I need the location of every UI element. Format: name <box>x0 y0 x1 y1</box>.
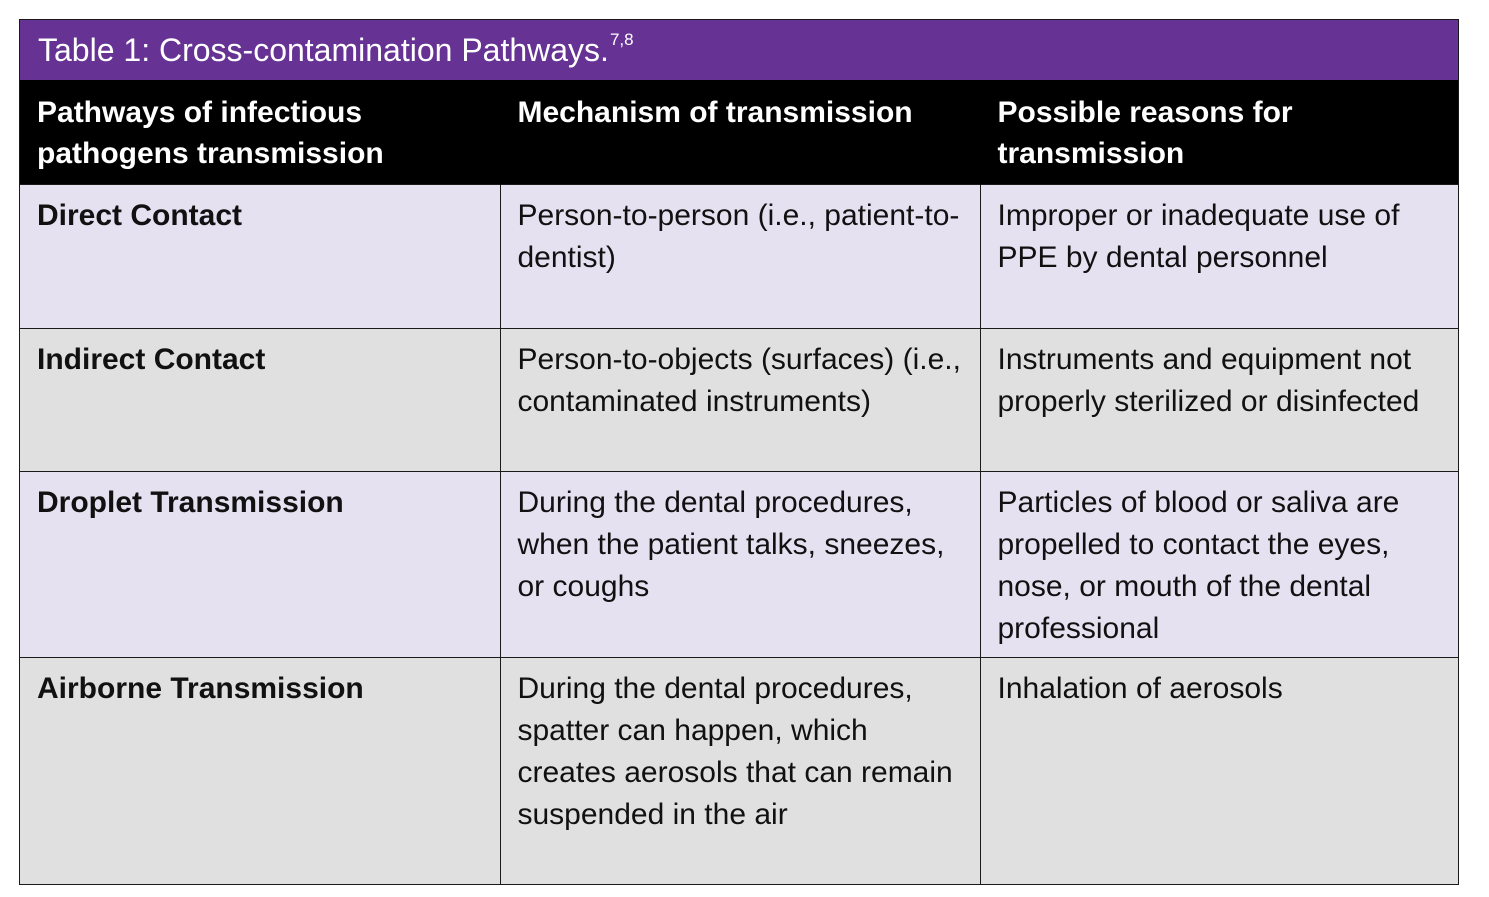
table-title-reference: 7,8 <box>609 30 634 49</box>
cell-reason: Particles of blood or saliva are propell… <box>979 471 1458 658</box>
cell-pathway: Indirect Contact <box>20 328 500 472</box>
table-row-indirect-contact: Indirect Contact Person-to-objects (surf… <box>20 328 1458 472</box>
cell-mechanism: Person-to-objects (surfaces) (i.e., cont… <box>499 328 980 472</box>
cell-reason: Inhalation of aerosols <box>979 657 1458 884</box>
table-header-row: Pathways of infectious pathogens transmi… <box>20 80 1458 185</box>
cell-mechanism: Person-to-person (i.e., patient-to-denti… <box>499 184 980 329</box>
pathways-table: Pathways of infectious pathogens transmi… <box>20 80 1458 884</box>
cell-pathway: Droplet Transmission <box>20 471 500 658</box>
header-pathways: Pathways of infectious pathogens transmi… <box>20 80 500 185</box>
cell-pathway: Airborne Transmission <box>20 657 500 884</box>
table-title: Table 1: Cross-contamination Pathways.7,… <box>20 20 1458 80</box>
table-row-droplet-transmission: Droplet Transmission During the dental p… <box>20 471 1458 658</box>
table-title-text: Table 1: Cross-contamination Pathways. <box>38 32 609 68</box>
header-mechanism: Mechanism of transmission <box>499 80 980 185</box>
cell-pathway: Direct Contact <box>20 184 500 329</box>
cross-contamination-table: Table 1: Cross-contamination Pathways.7,… <box>19 19 1459 885</box>
header-reasons: Possible reasons for transmission <box>979 80 1458 185</box>
cell-mechanism: During the dental procedures, spatter ca… <box>499 657 980 884</box>
cell-reason: Instruments and equipment not properly s… <box>979 328 1458 472</box>
table-row-airborne-transmission: Airborne Transmission During the dental … <box>20 657 1458 884</box>
cell-mechanism: During the dental procedures, when the p… <box>499 471 980 658</box>
cell-reason: Improper or inadequate use of PPE by den… <box>979 184 1458 329</box>
table-row-direct-contact: Direct Contact Person-to-person (i.e., p… <box>20 184 1458 329</box>
